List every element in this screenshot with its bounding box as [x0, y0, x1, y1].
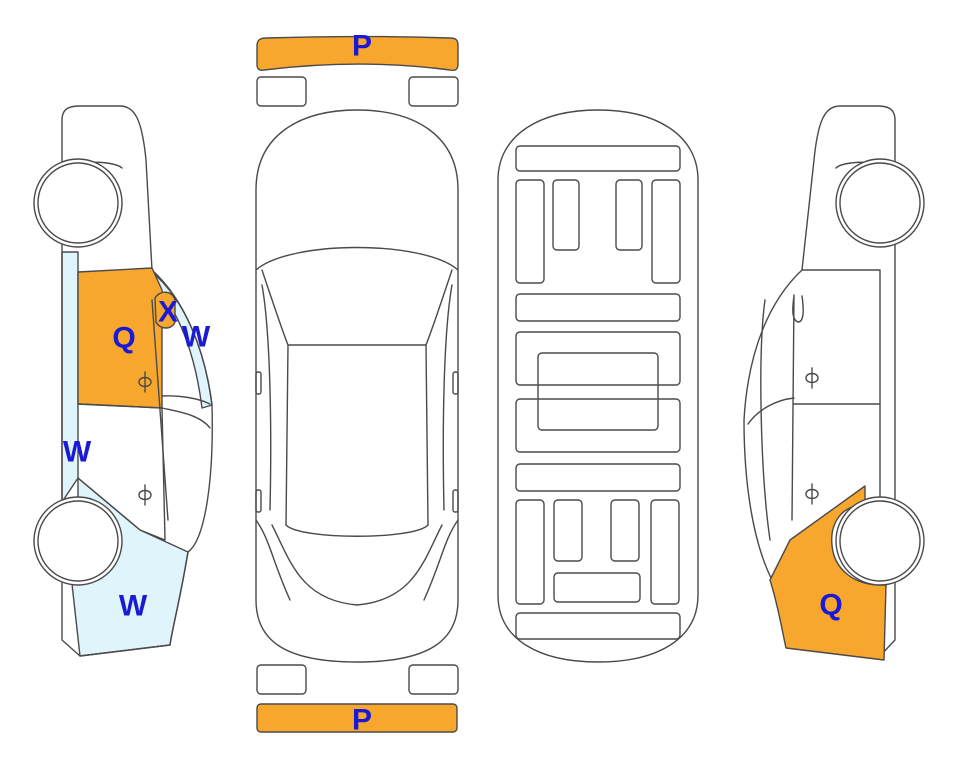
- underbody-view: [497, 109, 699, 663]
- front-right-light: [408, 76, 459, 107]
- left-mirror[interactable]: [154, 291, 176, 329]
- rear-bumper[interactable]: [256, 703, 458, 733]
- right-side-view: Q: [743, 105, 925, 661]
- top-body-outline: [255, 109, 459, 663]
- label-rear-bumper: P: [352, 704, 372, 737]
- left-side-view: Q X W W W: [33, 105, 213, 657]
- label-front-bumper: P: [352, 30, 372, 63]
- label-left-mirror: X: [158, 296, 178, 329]
- front-left-light: [256, 76, 307, 107]
- label-left-front-fender: W: [119, 590, 148, 623]
- left-body-outline: [61, 105, 213, 657]
- top-view: P P: [255, 30, 459, 737]
- right-front-wheel: [839, 500, 921, 582]
- underbody-outline: [497, 109, 699, 663]
- front-bumper[interactable]: [256, 35, 459, 72]
- label-left-rocker: W: [63, 436, 92, 469]
- label-left-a-pillar: W: [182, 321, 211, 354]
- right-front-fender[interactable]: [769, 485, 887, 661]
- right-rear-wheel: [839, 162, 921, 244]
- rear-right-light: [408, 664, 459, 695]
- label-right-front-fender: Q: [819, 589, 842, 622]
- rear-left-light: [256, 664, 307, 695]
- label-left-front-door: Q: [112, 322, 135, 355]
- left-front-door[interactable]: [77, 267, 163, 409]
- left-rear-wheel: [37, 162, 119, 244]
- left-front-wheel: [37, 500, 119, 582]
